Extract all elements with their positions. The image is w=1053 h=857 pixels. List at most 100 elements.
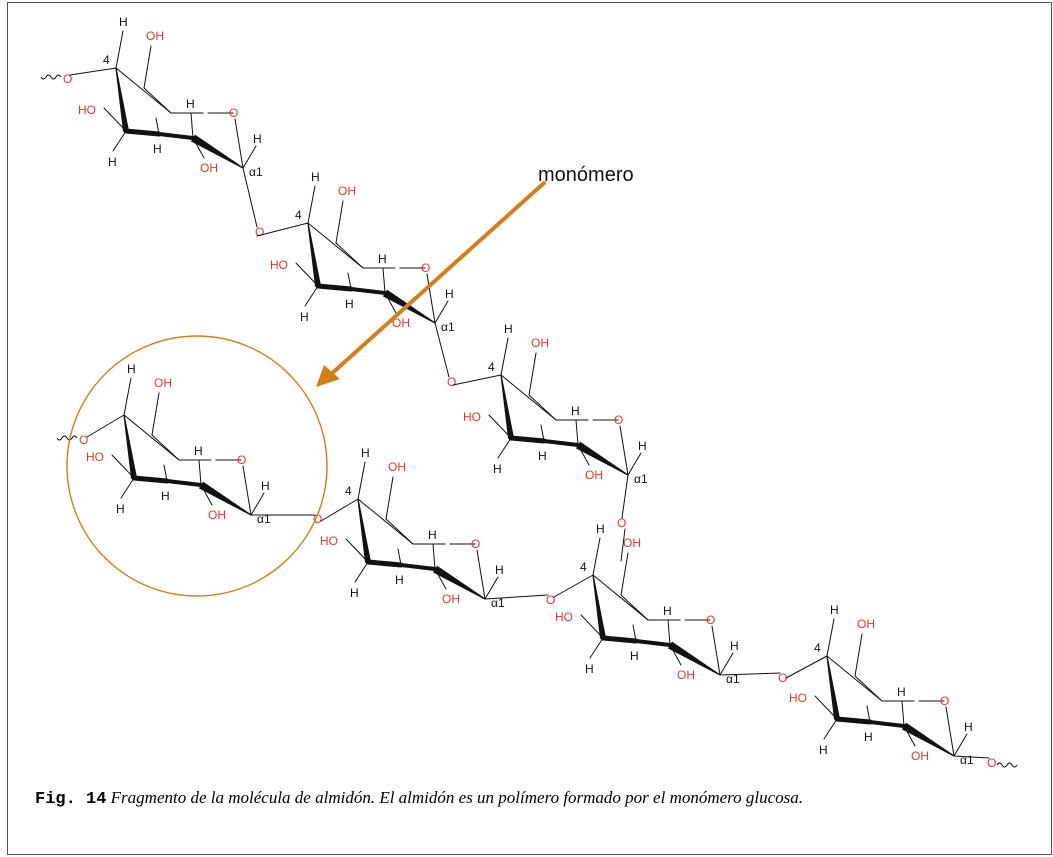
ring-front-bond [542,439,580,447]
h-label: H [194,444,203,458]
ring-bond [397,548,402,566]
squiggle-monomer [56,435,78,441]
ring-front-bond [123,128,162,137]
ring-bond [719,652,734,676]
ring-bond [953,733,968,757]
ring-bond [528,394,557,421]
glycosidic-bond [719,672,781,676]
ring-wedge [115,67,129,132]
h-label: H [395,573,404,587]
oh-label: OH [531,336,549,350]
ring-bond [632,624,637,642]
ring-o-label: O [940,694,949,708]
ring-bond [620,552,629,596]
h-label: H [116,502,125,516]
glycosidic-bond [620,528,626,562]
alpha1-label: α1 [257,512,271,526]
ring-bond [854,675,883,702]
ring-front-bond [157,132,195,140]
h-label: H [630,649,639,663]
ring-bond [123,377,132,416]
ring-front-bond [834,716,873,725]
ring-front-bond [165,479,203,487]
ring-front-bond [508,435,547,444]
monomer-arrow: monómero [316,164,634,387]
h-label: H [730,639,739,653]
monomer-circle [66,335,328,597]
oh-label: OH [442,592,460,606]
ring-front-bond [868,720,906,728]
ring-bond [385,518,414,545]
ring-front-bond [634,639,672,647]
ring-bond [580,614,604,639]
ring-bond [711,625,721,676]
glycosidic-o-7: O [987,756,996,770]
ring-bond [151,434,180,461]
oh-label: OH [392,316,410,330]
link-2 [434,322,450,378]
h-label: H [153,142,162,156]
terminal-o-monomer: O [79,433,88,447]
ring-wedge [667,641,721,676]
h-label: H [350,586,359,600]
ring-bond [345,538,369,563]
glycosidic-bond [242,167,258,228]
ring-bond [307,222,364,269]
h-label: H [300,310,309,324]
ring-bond [620,594,649,621]
ring-bond [112,130,127,152]
ho-label: HO [555,610,573,624]
ring-bond [151,392,160,436]
c4-label: 4 [345,484,352,498]
alpha1-label: α1 [249,165,263,179]
ring-bond [307,185,316,224]
ring-bond [163,464,168,482]
ring-bond [434,568,447,590]
ring-o-label: O [614,413,623,427]
h-label: H [311,170,320,184]
glycosidic-bond [256,222,309,237]
glycosidic-bond [69,67,117,76]
glycosidic-bond [553,574,594,598]
glycosidic-o-5: O [617,516,626,530]
ring-bond [434,300,449,324]
ring-bond [155,117,160,135]
link-5 [621,474,629,519]
ring-front-bond [349,287,387,295]
ring-bond [384,292,397,314]
oh-label: OH [200,161,218,175]
h-label: H [897,685,906,699]
ring-bond [589,637,604,659]
ring-bond [488,414,512,439]
ring-bond [945,706,955,757]
glycosidic-o-6: O [778,671,787,685]
ring-bond [826,655,883,702]
h-label: H [261,479,270,493]
ring-bond [103,107,127,132]
ring-front-bond [131,475,170,484]
ho-label: HO [789,691,807,705]
ring-front-bond [600,635,639,644]
ring-wedge [357,498,371,563]
ring-bond [295,262,319,287]
glycosidic-bond [320,498,359,522]
ring-o-label: O [471,537,480,551]
h-label: H [638,439,647,453]
figure-caption: Fig. 14 Fragmento de la molécula de almi… [35,783,1005,814]
ring-bond [234,118,244,169]
ring-bond [627,452,642,476]
link-6 [719,672,781,676]
glycosidic-o-2: O [447,375,456,389]
arrowhead [316,365,340,387]
h-label: H [819,743,828,757]
glycosidic-bond [434,322,450,378]
link-4b [553,574,594,598]
terminal-o-top: O [63,72,72,86]
glycosidic-bond [621,474,629,519]
glycosidic-o-4: O [546,593,555,607]
